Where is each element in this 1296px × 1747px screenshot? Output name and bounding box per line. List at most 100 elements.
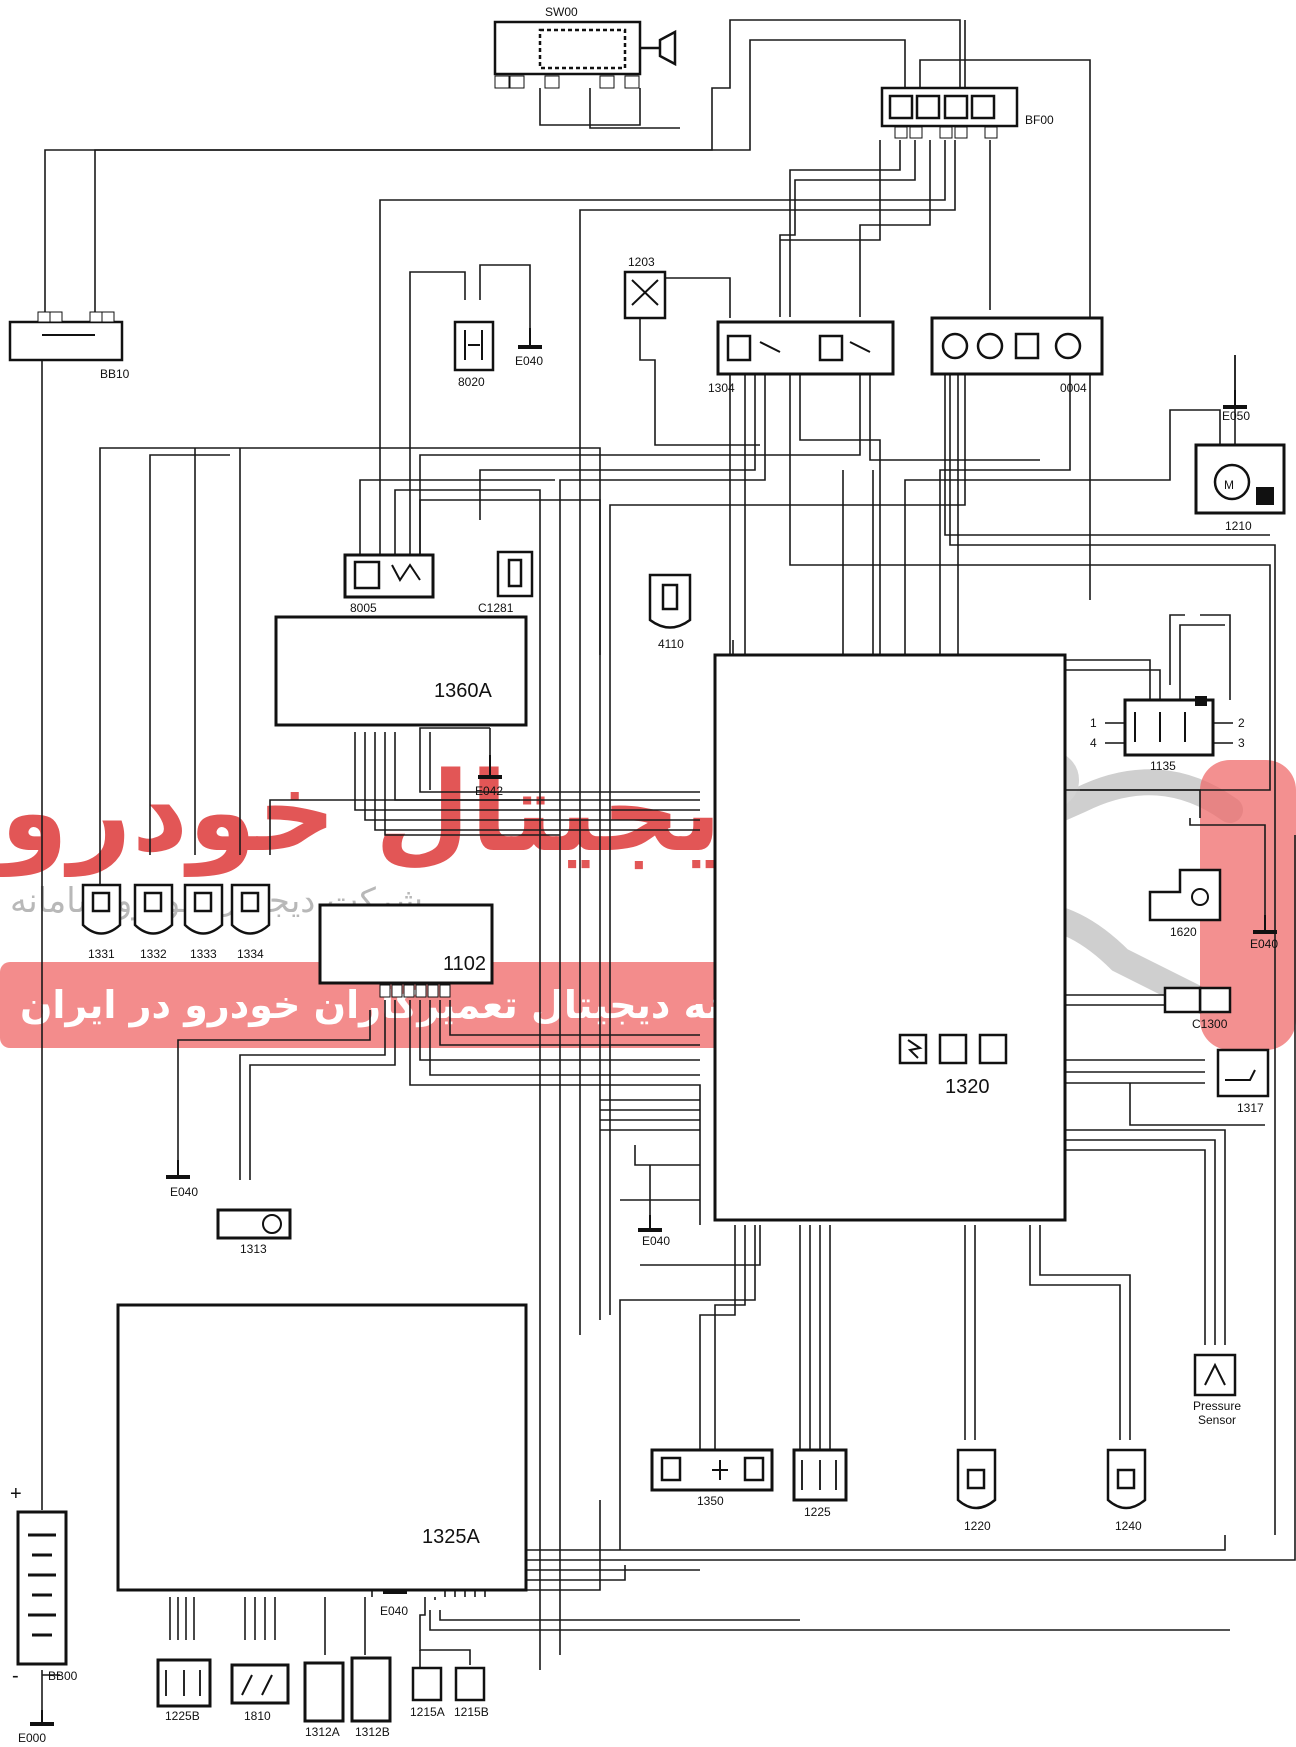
c1810-switch: 1810 — [230, 1663, 290, 1723]
pin-4-label: 4 — [1090, 736, 1097, 750]
c8020-label: 8020 — [458, 375, 485, 389]
horn-icon — [640, 29, 677, 67]
watermark-logo-text: دیجیتال خودرو — [0, 748, 778, 877]
c1240-sensor: 1240 — [1106, 1448, 1147, 1533]
motor-icon — [1213, 463, 1251, 501]
c1313-label: 1313 — [240, 1242, 267, 1256]
injector-1332: 1332 — [133, 883, 174, 961]
c1810-label: 1810 — [244, 1709, 271, 1723]
ground-e050 — [1223, 390, 1247, 409]
e040-label-left: E040 — [170, 1185, 198, 1199]
bb00-battery: + - BB00 E000 — [10, 1483, 78, 1745]
c1225b-component: 1225B — [156, 1658, 212, 1723]
c1203-switch: 1203 — [623, 255, 667, 320]
e000-label: E000 — [18, 1731, 46, 1745]
pressure-sensor: Pressure Sensor — [1193, 1353, 1241, 1427]
pin-2-label: 2 — [1238, 716, 1245, 730]
c1102-label: 1102 — [443, 953, 486, 975]
e040-label-bottom: E040 — [380, 1604, 408, 1618]
c1320-label: 1320 — [945, 1076, 990, 1098]
c8005-relay: 8005 — [343, 553, 435, 615]
c1225b-label: 1225B — [165, 1709, 200, 1723]
c1350-component: 1350 — [650, 1448, 774, 1508]
c1102-module: 1102 — [318, 903, 494, 998]
c0004-label: 0004 — [1060, 381, 1087, 395]
c1304-label: 1304 — [708, 381, 735, 395]
c1332-label: 1332 — [140, 947, 167, 961]
c1220-sensor: 1220 — [956, 1448, 997, 1533]
battery-plus-label: + — [10, 1483, 22, 1505]
c1620-label: 1620 — [1170, 925, 1197, 939]
pin-3-label: 3 — [1238, 736, 1245, 750]
c4110-sensor: 4110 — [648, 573, 692, 651]
bb10-label: BB10 — [100, 367, 130, 381]
c1360a-label: 1360A — [434, 680, 492, 702]
c1135-label: 1135 — [1150, 759, 1176, 773]
c1317-label: 1317 — [1237, 1101, 1264, 1115]
bb00-label: BB00 — [48, 1669, 78, 1683]
battery-minus-label: - — [12, 1665, 19, 1687]
c4110-label: 4110 — [658, 637, 684, 651]
c1215a-component: 1215A — [410, 1666, 445, 1719]
e040-label-top: E040 — [515, 354, 543, 368]
bb10-battery-fuse: BB10 — [8, 311, 130, 381]
c1312b-component: 1312B — [350, 1656, 392, 1739]
pressure-sensor-label-2: Sensor — [1198, 1413, 1236, 1427]
c1220-label: 1220 — [964, 1519, 991, 1533]
c1135-coil: 1 4 2 3 1135 — [1090, 696, 1245, 773]
c1225-component: 1225 — [792, 1448, 848, 1519]
wires — [41, 19, 1296, 1720]
ground-symbols — [30, 328, 1277, 1726]
ground-e040-top — [518, 328, 542, 349]
bf00-label: BF00 — [1025, 113, 1054, 127]
sw00-horn-switch: SW00 — [493, 5, 677, 89]
svg-text:M: M — [1224, 478, 1234, 492]
c1312a-component: 1312A — [303, 1661, 345, 1739]
c1320-ecu: 1320 — [713, 653, 1067, 1222]
c1215b-label: 1215B — [454, 1705, 489, 1719]
c1312a-label: 1312A — [305, 1725, 340, 1739]
e042-label: E042 — [475, 784, 503, 798]
c1317-sensor: 1317 — [1216, 1048, 1270, 1115]
ground-e040-mid — [638, 1215, 662, 1232]
cross-icon — [631, 279, 659, 306]
c1334-label: 1334 — [237, 947, 264, 961]
c1281-connector: C1281 — [478, 550, 534, 615]
bf00-fuse-box: BF00 — [880, 86, 1054, 139]
c1203-label: 1203 — [628, 255, 655, 269]
e050-label: E050 — [1222, 409, 1250, 423]
c1215b-component: 1215B — [454, 1666, 489, 1719]
c1333-label: 1333 — [190, 947, 217, 961]
injector-1333: 1333 — [183, 883, 224, 961]
c1225-label: 1225 — [804, 1505, 831, 1519]
e040-label-right: E040 — [1250, 937, 1278, 951]
ground-e000 — [30, 1710, 54, 1726]
pin-1-label: 1 — [1090, 716, 1097, 730]
c1210-motor: M 1210 — [1194, 443, 1286, 533]
c1300-label: C1300 — [1192, 1017, 1228, 1031]
c1281-label: C1281 — [478, 601, 514, 615]
c1313-sensor: 1313 E040 — [170, 1185, 292, 1256]
c1360a-module: 1360A E042 — [274, 615, 528, 798]
c1300-connector: C1300 — [1163, 986, 1232, 1031]
injector-1331: 1331 — [81, 883, 122, 961]
ground-e040-left — [166, 1160, 190, 1179]
c1210-label: 1210 — [1225, 519, 1252, 533]
c1331-label: 1331 — [88, 947, 115, 961]
c1620-sensor: 1620 E040 — [1148, 868, 1278, 951]
c8020-component: 8020 E040 — [453, 320, 543, 389]
c1240-label: 1240 — [1115, 1519, 1142, 1533]
e040-label-mid: E040 — [642, 1234, 670, 1248]
c1350-label: 1350 — [697, 1494, 724, 1508]
c1304-relay-box: 1304 — [708, 320, 895, 395]
ground-e040-right — [1253, 915, 1277, 934]
sw00-label: SW00 — [545, 5, 578, 19]
c1215a-label: 1215A — [410, 1705, 445, 1719]
c8005-label: 8005 — [350, 601, 377, 615]
c0004-instrument-cluster: 0004 — [930, 316, 1104, 395]
c1325a-label: 1325A — [422, 1526, 480, 1548]
ground-e042 — [478, 755, 502, 779]
pressure-sensor-label-1: Pressure — [1193, 1399, 1241, 1413]
injector-1334: 1334 — [230, 883, 271, 961]
